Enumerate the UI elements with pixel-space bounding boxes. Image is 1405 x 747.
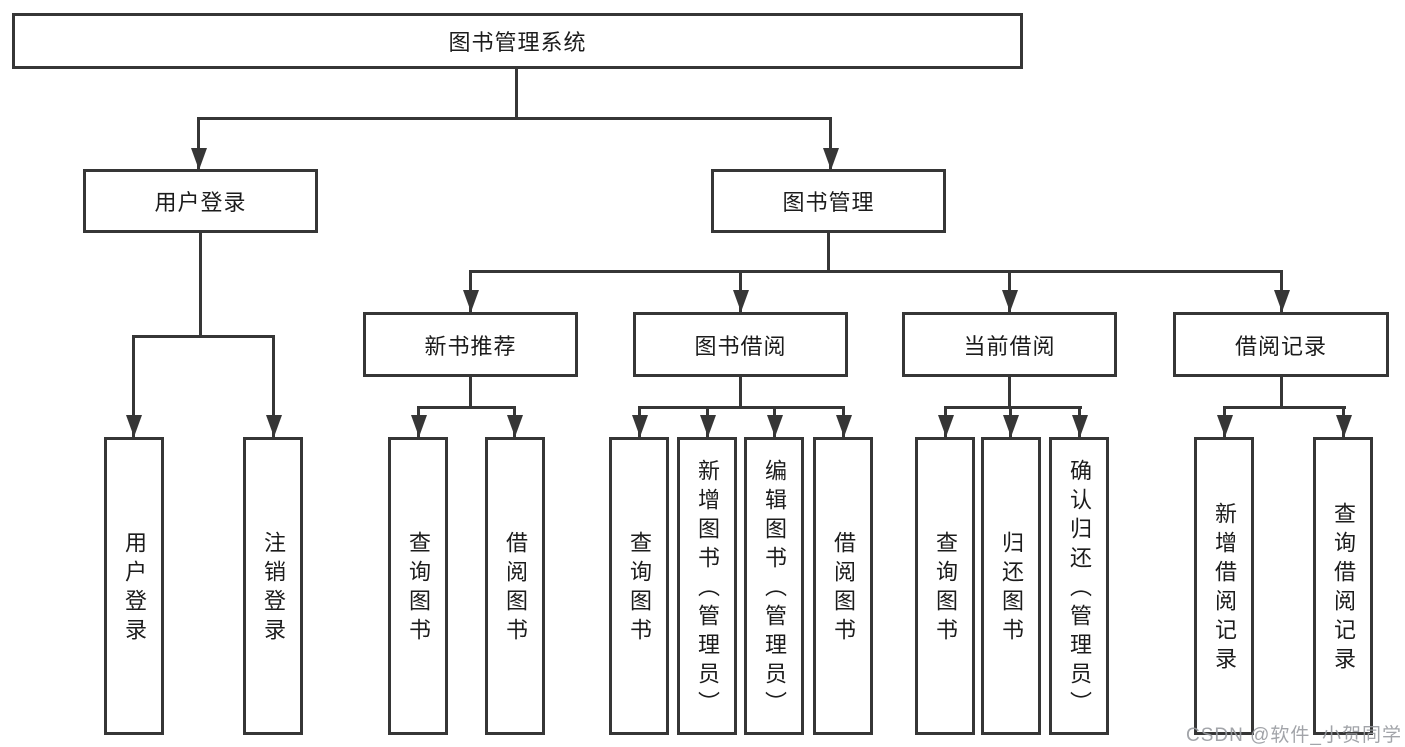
arrow-down-to-borrow-books-1 [513,406,516,437]
connector-user-login-stub [199,231,202,338]
leaf-borrow-books-2: 借阅图书 [813,437,873,735]
leaf-add-borrow-record: 新增借阅记录 [1194,437,1254,735]
leaf-borrow-books-1: 借阅图书 [485,437,545,735]
leaf-query-borrow-record: 查询借阅记录 [1313,437,1373,735]
node-root-library-system: 图书管理系统 [12,13,1023,69]
connector-level2-hline [197,117,832,120]
connector-current-borrow-hline [944,406,1082,409]
connector-new-book-hline [417,406,516,409]
arrow-down-to-query-books-3 [944,406,947,437]
node-new-book-recommend: 新书推荐 [363,312,578,377]
leaf-logout: 注销登录 [243,437,303,735]
node-current-borrow: 当前借阅 [902,312,1117,377]
leaf-query-books-1: 查询图书 [388,437,448,735]
arrow-down-to-confirm-return-admin [1078,406,1081,437]
arrow-down-to-leaf-user-login [132,335,135,437]
leaf-query-books-3: 查询图书 [915,437,975,735]
arrow-down-to-query-books-1 [417,406,420,437]
node-borrow-records: 借阅记录 [1173,312,1389,377]
arrow-down-to-query-borrow-record [1342,406,1345,437]
node-user-login: 用户登录 [83,169,318,233]
arrow-down-to-return-book [1009,406,1012,437]
node-book-borrow: 图书借阅 [633,312,848,377]
connector-user-login-hline [132,335,275,338]
leaf-query-books-2: 查询图书 [609,437,669,735]
arrow-down-to-current-borrow [1008,270,1011,312]
arrow-down-to-borrow-books-2 [842,406,845,437]
arrow-down-to-new-book-recommend [469,270,472,312]
connector-new-book-stub [469,375,472,409]
arrow-down-to-add-borrow-record [1223,406,1226,437]
connector-level3-hline [469,270,1282,273]
arrow-down-to-query-books-2 [638,406,641,437]
connector-book-management-stub [827,231,830,273]
arrow-down-to-leaf-logout [272,335,275,437]
csdn-watermark: CSDN @软件_小贺同学 [1186,725,1402,746]
connector-book-borrow-hline [638,406,845,409]
leaf-add-book-admin: 新增图书（管理员） [677,437,737,735]
arrow-down-to-edit-book-admin [773,406,776,437]
arrow-down-to-user-login [197,117,200,170]
arrow-down-to-book-borrow [739,270,742,312]
connector-book-borrow-stub [739,375,742,409]
arrow-down-to-add-book-admin [706,406,709,437]
leaf-user-login: 用户登录 [104,437,164,735]
leaf-edit-book-admin: 编辑图书（管理员） [744,437,804,735]
connector-borrow-records-stub [1280,375,1283,409]
node-book-management: 图书管理 [711,169,946,233]
arrow-down-to-book-management [829,117,832,170]
connector-current-borrow-stub [1008,375,1011,409]
leaf-confirm-return-admin: 确认归还（管理员） [1049,437,1109,735]
connector-root-stub [515,68,518,120]
connector-borrow-records-hline [1223,406,1346,409]
leaf-return-book: 归还图书 [981,437,1041,735]
arrow-down-to-borrow-records [1280,270,1283,312]
